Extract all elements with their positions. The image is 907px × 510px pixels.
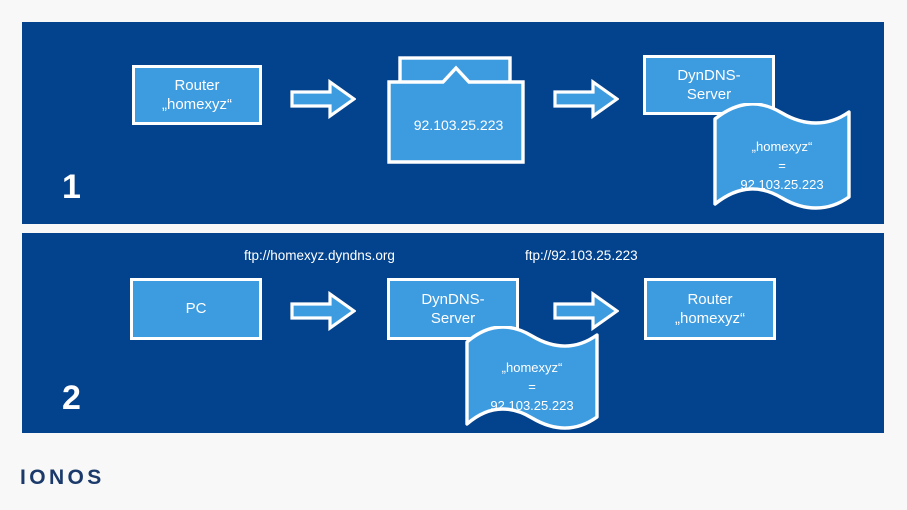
arrow-right-icon (553, 79, 619, 119)
caption-ftp-hostname: ftp://homexyz.dyndns.org (244, 248, 395, 263)
node-pc: PC (130, 278, 262, 340)
step-number-2: 2 (62, 379, 81, 417)
arrow-right-icon (290, 79, 356, 119)
step-number-1: 1 (62, 168, 81, 206)
arrow-right-icon (553, 291, 619, 331)
panel-step-2: 2 ftp://homexyz.dyndns.org ftp://92.103.… (22, 233, 884, 433)
wavy-banner-icon: „homexyz“ = 92.103.25.223 (462, 326, 602, 433)
node-router: Router „homexyz“ (132, 65, 262, 125)
document-stack-icon: 92.103.25.223 (386, 55, 531, 165)
ionos-logo: IONOS (20, 466, 105, 489)
arrow-right-icon (290, 291, 356, 331)
wavy-banner-icon: „homexyz“ = 92.103.25.223 (710, 103, 854, 213)
caption-ftp-ip: ftp://92.103.25.223 (525, 248, 638, 263)
node-router: Router „homexyz“ (644, 278, 776, 340)
panel-step-1: 1 Router „homexyz“ 92.103.25.223 DynDNS-… (22, 22, 884, 224)
